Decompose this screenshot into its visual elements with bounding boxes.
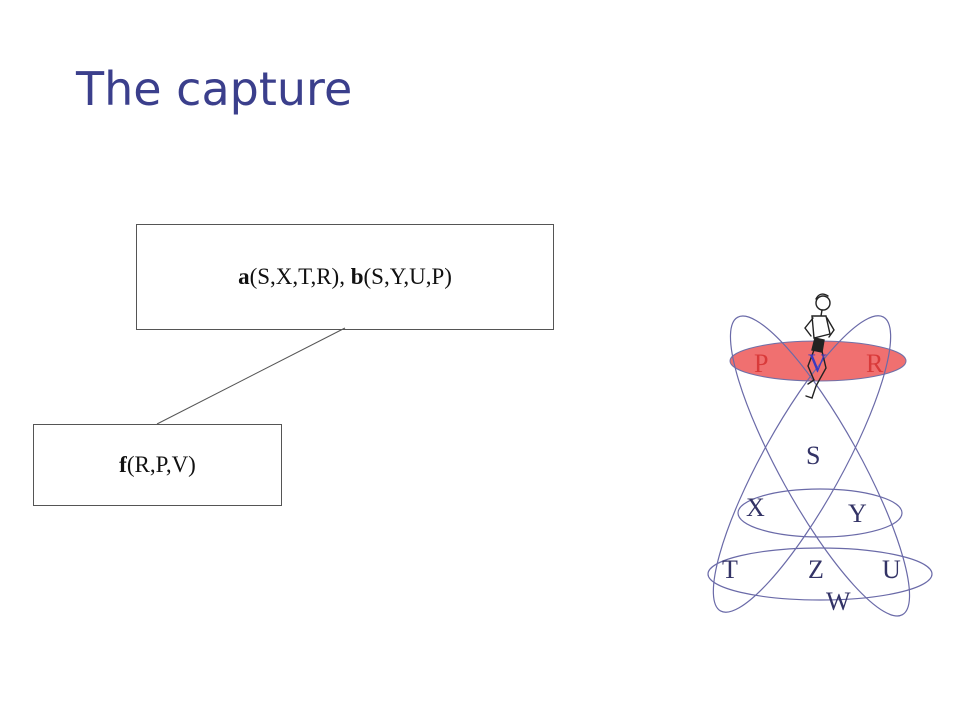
tree-edge (156, 327, 346, 425)
atom-args: (S,Y,U,P) (363, 264, 452, 289)
vertex-V: V (808, 349, 827, 378)
runner-figure (804, 293, 835, 399)
atom-args: (R,P,V) (126, 452, 196, 477)
atom-name: b (350, 264, 364, 289)
vertex-U: U (882, 555, 901, 584)
vertex-T: T (722, 555, 738, 584)
atom-name: a (238, 264, 250, 289)
atom-name: f (119, 452, 127, 477)
vertex-Z: Z (808, 555, 824, 584)
page-title: The capture (76, 62, 353, 116)
tree-node-root: a(S,X,T,R), b(S,Y,U,P) (136, 224, 554, 330)
vertex-P: P (754, 349, 768, 378)
tree-node-child-label: f(R,P,V) (119, 452, 196, 478)
vertex-W: W (826, 587, 851, 616)
hyperedge-tzu (707, 547, 933, 601)
vertex-S: S (806, 441, 820, 470)
atom-args: (S,X,T,R) (249, 264, 340, 289)
atom-separator: , (339, 264, 351, 289)
vertex-X: X (746, 493, 765, 522)
tree-node-child: f(R,P,V) (33, 424, 282, 506)
hyperedge-xy (737, 488, 903, 538)
hyperedge-a (712, 315, 892, 613)
tree-node-root-label: a(S,X,T,R), b(S,Y,U,P) (238, 264, 452, 290)
hyperedge-b (729, 315, 911, 617)
vertex-R: R (866, 349, 884, 378)
vertex-Y: Y (848, 499, 867, 528)
